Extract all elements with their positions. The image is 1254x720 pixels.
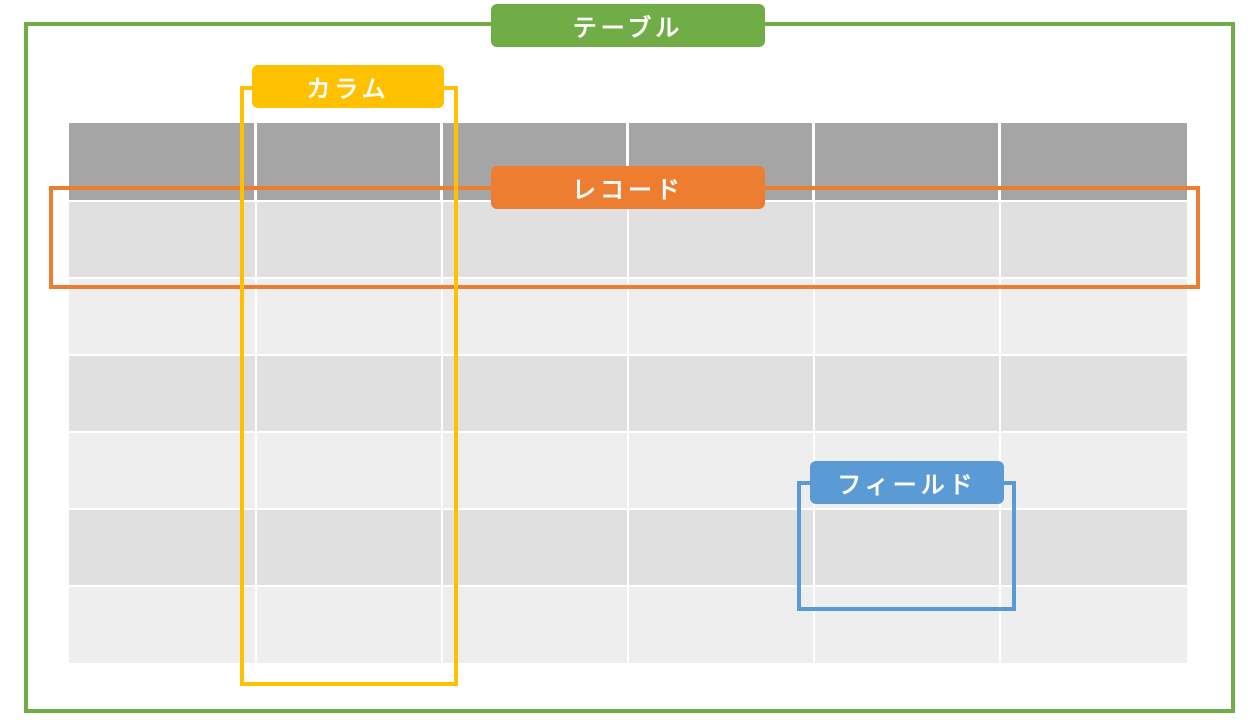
column-divider: [627, 123, 629, 663]
record-label: レコード: [491, 166, 765, 209]
column-divider: [255, 123, 257, 663]
column-highlight: [240, 86, 458, 686]
row-divider: [69, 354, 1187, 356]
table-grid: [69, 123, 1187, 663]
row-divider: [69, 277, 1187, 279]
row-divider: [69, 508, 1187, 510]
row-divider: [69, 431, 1187, 433]
row-divider: [69, 585, 1187, 587]
table-label: テーブル: [491, 4, 765, 47]
column-label: カラム: [252, 65, 444, 108]
column-divider: [999, 123, 1001, 663]
field-label: フィールド: [810, 461, 1004, 504]
column-divider: [813, 123, 815, 663]
column-divider: [441, 123, 443, 663]
